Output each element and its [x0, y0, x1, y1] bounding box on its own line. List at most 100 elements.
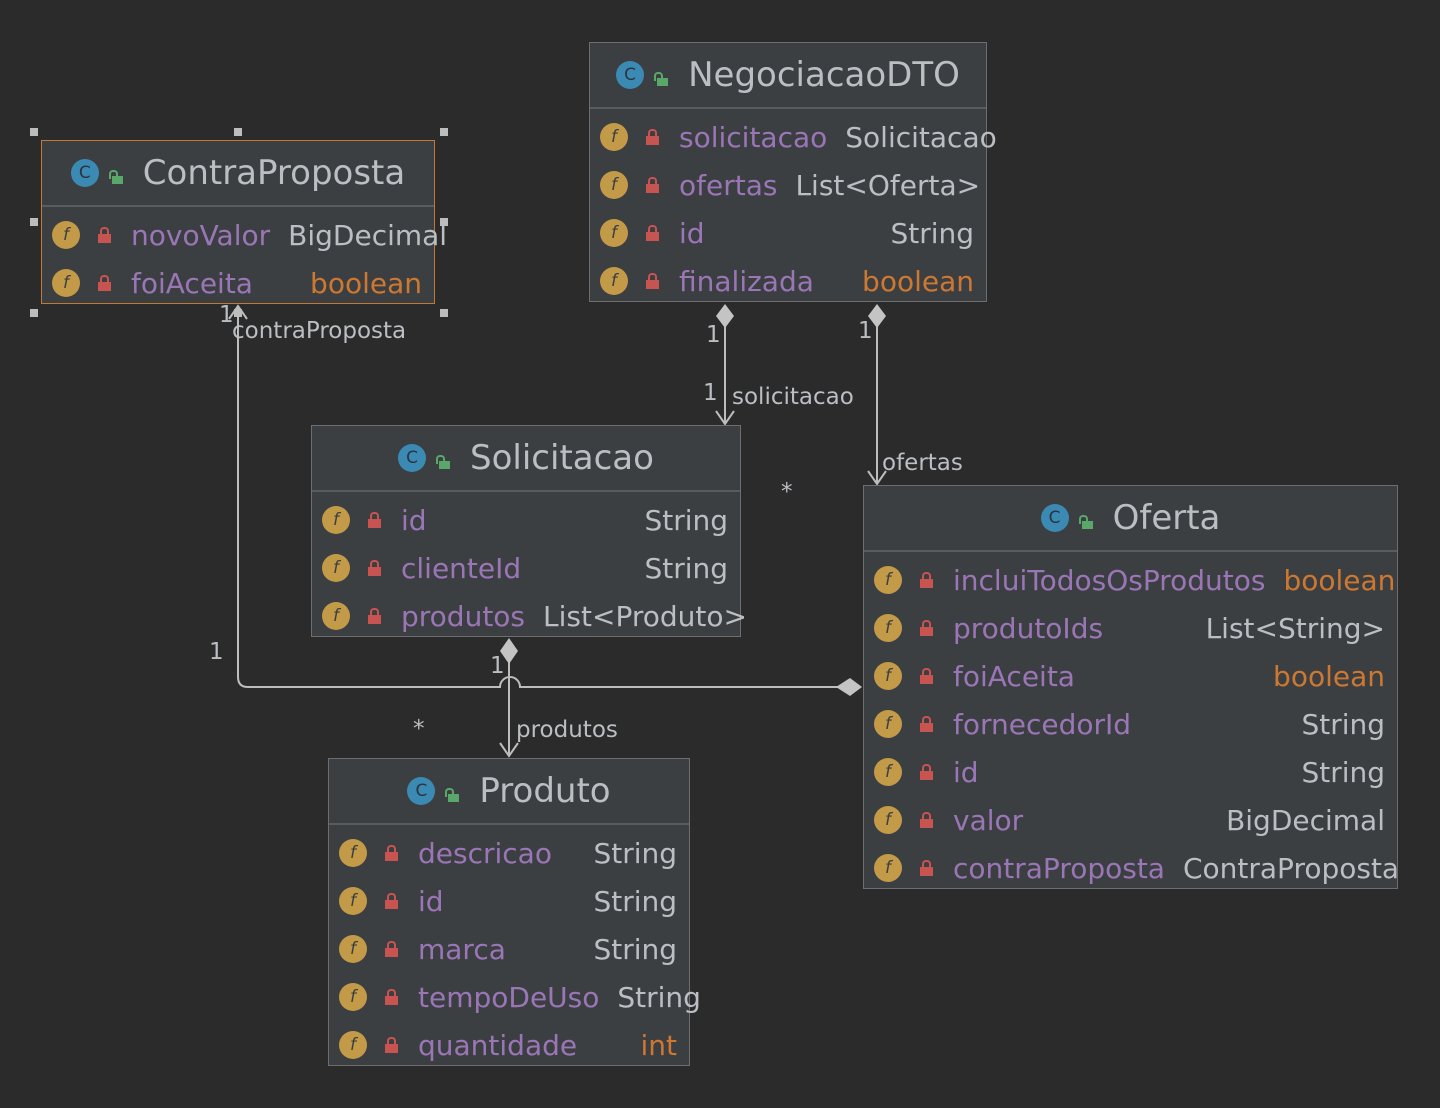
field-icon: f: [339, 839, 367, 867]
mult-solicitacao-produtos-target: *: [413, 716, 425, 742]
field-type: List<String>: [1205, 611, 1385, 645]
selection-handle[interactable]: [30, 218, 38, 226]
private-lock-icon: [385, 1037, 398, 1053]
field-type: int: [640, 1028, 677, 1062]
selection-handle[interactable]: [440, 128, 448, 136]
mult-oferta-contraproposta-target: 1: [219, 302, 234, 328]
field-row[interactable]: f produtos List<Produto>: [312, 592, 747, 640]
selection-handle[interactable]: [30, 128, 38, 136]
field-type: boolean: [1283, 563, 1396, 597]
role-solicitacao: solicitacao: [732, 384, 854, 410]
field-name: id: [401, 503, 427, 537]
class-name: ContraProposta: [142, 153, 406, 193]
public-visibility-icon: [108, 170, 123, 184]
diamond-negociacao-ofertas: [868, 304, 886, 328]
selection-handle[interactable]: [30, 309, 38, 317]
field-icon: f: [874, 710, 902, 738]
arrow-produtos: [499, 742, 519, 758]
field-name: id: [679, 216, 705, 250]
arrow-contraproposta: [228, 304, 248, 320]
class-header: C Oferta: [864, 486, 1397, 552]
field-name: foiAceita: [131, 266, 253, 300]
class-header: C ContraProposta: [42, 141, 434, 207]
field-type: String: [593, 932, 677, 966]
private-lock-icon: [385, 989, 398, 1005]
field-type: List<Produto>: [543, 599, 747, 633]
class-icon: C: [398, 444, 427, 472]
field-icon: f: [874, 614, 902, 642]
field-icon: f: [339, 887, 367, 915]
field-icon: f: [339, 935, 367, 963]
field-name: finalizada: [679, 264, 814, 298]
private-lock-icon: [920, 716, 933, 732]
arrow-solicitacao: [715, 410, 735, 426]
field-name: fornecedorId: [953, 707, 1132, 741]
private-lock-icon: [920, 860, 933, 876]
private-lock-icon: [646, 177, 659, 193]
field-name: tempoDeUso: [418, 980, 600, 1014]
field-type: boolean: [1273, 659, 1385, 693]
selection-handle[interactable]: [234, 128, 242, 136]
private-lock-icon: [920, 572, 933, 588]
mult-negociacao-ofertas-source: 1: [858, 318, 873, 344]
field-icon: f: [322, 602, 350, 630]
role-produtos: produtos: [516, 717, 618, 743]
public-visibility-icon: [445, 788, 460, 802]
field-name: id: [953, 755, 979, 789]
selection-handle[interactable]: [440, 218, 448, 226]
field-icon: f: [600, 219, 628, 247]
field-name: produtos: [401, 599, 526, 633]
public-visibility-icon: [654, 72, 669, 86]
field-icon: f: [874, 662, 902, 690]
diamond-solicitacao-produtos: [500, 638, 518, 664]
field-icon: f: [600, 171, 628, 199]
class-header: C NegociacaoDTO: [590, 43, 986, 109]
private-lock-icon: [368, 608, 381, 624]
private-lock-icon: [920, 764, 933, 780]
class-name: Produto: [479, 771, 611, 811]
public-visibility-icon: [1078, 515, 1093, 529]
selection-handle[interactable]: [234, 309, 242, 317]
edge-oferta-contraproposta: [237, 306, 838, 688]
field-name: id: [418, 884, 444, 918]
field-name: ofertas: [679, 168, 778, 202]
field-icon: f: [874, 566, 902, 594]
diamond-negociacao-solicitacao: [716, 304, 734, 328]
public-visibility-icon: [436, 455, 451, 469]
class-icon: C: [70, 159, 99, 187]
class-name: NegociacaoDTO: [688, 55, 960, 95]
selection-handle[interactable]: [440, 309, 448, 317]
field-icon: f: [322, 554, 350, 582]
field-type: Solicitacao: [845, 120, 997, 154]
field-icon: f: [600, 123, 628, 151]
field-icon: f: [339, 983, 367, 1011]
class-name: Solicitacao: [470, 438, 654, 478]
mult-negociacao-solicitacao-target: 1: [703, 380, 718, 406]
